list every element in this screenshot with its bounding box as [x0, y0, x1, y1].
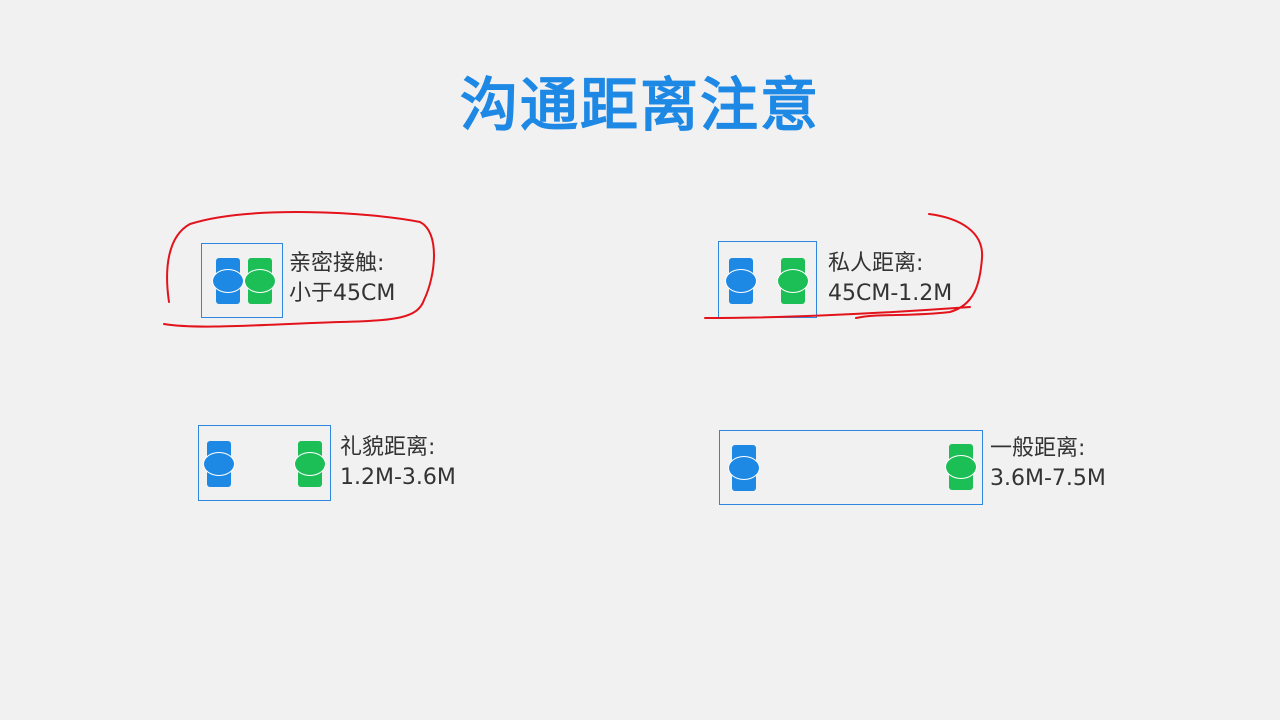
person-b-head-icon — [777, 269, 809, 293]
zone-range: 小于45CM — [289, 281, 396, 306]
personal-distance-label: 私人距离: 45CM-1.2M — [828, 249, 952, 309]
person-a-icon — [212, 258, 244, 304]
zone-name: 一般距离: — [990, 436, 1086, 461]
person-b-head-icon — [945, 455, 977, 479]
person-a-head-icon — [203, 452, 235, 476]
polite-distance-label: 礼貌距离: 1.2M-3.6M — [340, 433, 456, 493]
personal-distance-frame — [718, 241, 817, 318]
person-a-icon — [728, 445, 760, 491]
person-b-icon — [244, 258, 276, 304]
person-b-icon — [777, 258, 809, 304]
intimate-distance-label: 亲密接触: 小于45CM — [289, 249, 395, 309]
page-title: 沟通距离注意 — [459, 71, 820, 139]
person-a-head-icon — [728, 456, 760, 480]
zone-name: 礼貌距离: — [340, 435, 436, 460]
person-b-head-icon — [294, 452, 326, 476]
zone-name: 亲密接触: — [289, 251, 385, 276]
zone-range: 3.6M-7.5M — [990, 466, 1106, 491]
person-a-head-icon — [725, 269, 757, 293]
person-b-head-icon — [244, 269, 276, 293]
zone-range: 45CM-1.2M — [828, 281, 953, 306]
person-a-icon — [725, 258, 757, 304]
intimate-distance-frame — [201, 243, 283, 318]
zone-name: 私人距离: — [828, 251, 924, 276]
person-a-icon — [203, 441, 235, 487]
zone-range: 1.2M-3.6M — [340, 465, 456, 490]
general-distance-label: 一般距离: 3.6M-7.5M — [990, 434, 1106, 494]
person-a-head-icon — [212, 269, 244, 293]
person-b-icon — [294, 441, 326, 487]
general-distance-frame — [719, 430, 983, 505]
polite-distance-frame — [198, 425, 331, 501]
person-b-icon — [945, 444, 977, 490]
